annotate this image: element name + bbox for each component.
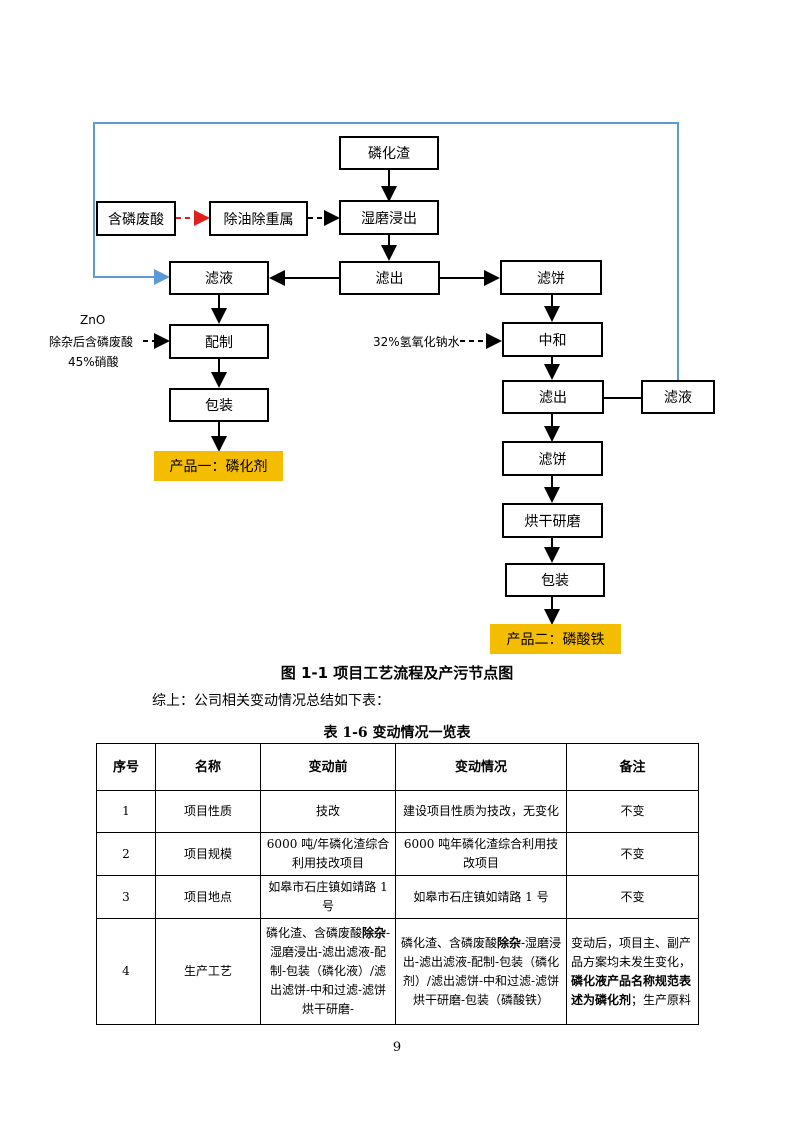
note-text-bold: 磷化液产品名称规范表述为磷化剂 (571, 973, 692, 1007)
header-name: 名称 (155, 743, 261, 791)
cell-name: 项目规模 (155, 832, 261, 876)
input-purified-acid: 除杂后含磷废酸 (49, 335, 134, 349)
table-row: 4 生产工艺 磷化渣、含磷废酸除杂-湿磨浸出-滤出滤液-配制-包装（磷化液）/滤… (96, 918, 699, 1025)
cell-note: 变动后，项目主、副产品方案均未发生变化， 磷化液产品名称规范表述为磷化剂；生产原料 (566, 918, 699, 1025)
flowchart-connectors (93, 122, 679, 625)
cell-change: 建设项目性质为技改，无变化 (395, 790, 567, 833)
node-filtrate-left: 滤液 (169, 261, 269, 295)
cell-change: 如皋市石庄镇如靖路 1 号 (395, 875, 567, 919)
before-text-a: 磷化渣、含磷废酸 (265, 926, 362, 940)
node-package-left: 包装 (169, 388, 269, 422)
page-number: 9 (392, 1040, 402, 1055)
cell-note: 不变 (566, 875, 699, 919)
node-filter-cake-top: 滤饼 (500, 260, 602, 295)
node-prepare: 配制 (169, 324, 269, 359)
cell-no: 2 (96, 832, 156, 876)
note-text-b: ；生产原料 (631, 992, 692, 1007)
header-note: 备注 (566, 743, 699, 791)
table-row: 1 项目性质 技改 建设项目性质为技改，无变化 不变 (96, 790, 699, 833)
node-filter-cake-mid: 滤饼 (502, 441, 603, 476)
cell-no: 1 (96, 790, 156, 833)
before-text-bold: 除杂 (361, 926, 386, 940)
cell-no: 3 (96, 875, 156, 919)
cell-name: 项目地点 (155, 875, 261, 919)
node-package-right: 包装 (505, 563, 605, 597)
input-zno: ZnO (80, 313, 106, 327)
cell-name: 项目性质 (155, 790, 261, 833)
change-text-b: -湿磨浸出-滤出滤液-配制-包装（磷化剂）/滤出滤饼-中和过滤-滤饼烘干研磨-包… (402, 935, 562, 1007)
node-filter-out-mid: 滤出 (502, 380, 604, 414)
cell-note: 不变 (566, 832, 699, 876)
summary-text: 综上：公司相关变动情况总结如下表： (152, 693, 390, 709)
change-text-a: 磷化渣、含磷废酸 (400, 935, 497, 950)
header-no: 序号 (96, 743, 156, 791)
node-dry-grind: 烘干研磨 (502, 503, 603, 538)
change-table: 序号 名称 变动前 变动情况 备注 1 项目性质 技改 建设项目性质为技改，无变… (96, 743, 699, 1025)
node-filtrate-right: 滤液 (641, 380, 715, 414)
product-one: 产品一：磷化剂 (154, 451, 283, 481)
cell-before: 如皋市石庄镇如靖路 1 号 (260, 875, 396, 919)
cell-before: 6000 吨/年磷化渣综合利用技改项目 (260, 832, 396, 876)
header-change: 变动情况 (395, 743, 567, 791)
cell-change: 磷化渣、含磷废酸除杂-湿磨浸出-滤出滤液-配制-包装（磷化剂）/滤出滤饼-中和过… (395, 918, 567, 1025)
node-wet-grinding-leach: 湿磨浸出 (339, 200, 439, 235)
header-before: 变动前 (260, 743, 396, 791)
node-neutralize: 中和 (502, 322, 603, 357)
process-flowchart: 磷化渣 含磷废酸 除油除重属 湿磨浸出 滤液 滤出 滤饼 ZnO 除杂后含磷废酸… (49, 122, 715, 654)
table-header-row: 序号 名称 变动前 变动情况 备注 (96, 743, 699, 791)
input-naoh: 32%氢氧化钠水 (373, 335, 460, 349)
note-text-a: 变动后，项目主、副产品方案均未发生变化， (571, 935, 692, 969)
node-oil-metal-removal: 除油除重属 (209, 201, 308, 236)
table-caption: 表 1-6 变动情况一览表 (323, 725, 471, 741)
cell-before: 磷化渣、含磷废酸除杂-湿磨浸出-滤出滤液-配制-包装（磷化液）/滤出滤饼-中和过… (260, 918, 396, 1025)
table-row: 3 项目地点 如皋市石庄镇如靖路 1 号 如皋市石庄镇如靖路 1 号 不变 (96, 875, 699, 919)
node-phosphide-slag: 磷化渣 (339, 136, 439, 170)
cell-name: 生产工艺 (155, 918, 261, 1025)
cell-before: 技改 (260, 790, 396, 833)
cell-change: 6000 吨年磷化渣综合利用技改项目 (395, 832, 567, 876)
change-text-bold: 除杂 (496, 935, 521, 950)
cell-note: 不变 (566, 790, 699, 833)
cell-no: 4 (96, 918, 156, 1025)
product-two: 产品二：磷酸铁 (490, 624, 621, 654)
figure-caption: 图 1-1 项目工艺流程及产污节点图 (280, 664, 514, 682)
before-text-b: -湿磨浸出-滤出滤液-配制-包装（磷化液）/滤出滤饼-中和过滤-滤饼烘干研磨- (269, 926, 391, 1016)
recycle-line (93, 122, 679, 383)
table-row: 2 项目规模 6000 吨/年磷化渣综合利用技改项目 6000 吨年磷化渣综合利… (96, 832, 699, 876)
node-filter-out-top: 滤出 (339, 261, 440, 295)
input-nitric-acid: 45%硝酸 (68, 355, 119, 369)
node-phosphorus-waste-acid: 含磷废酸 (96, 201, 176, 236)
